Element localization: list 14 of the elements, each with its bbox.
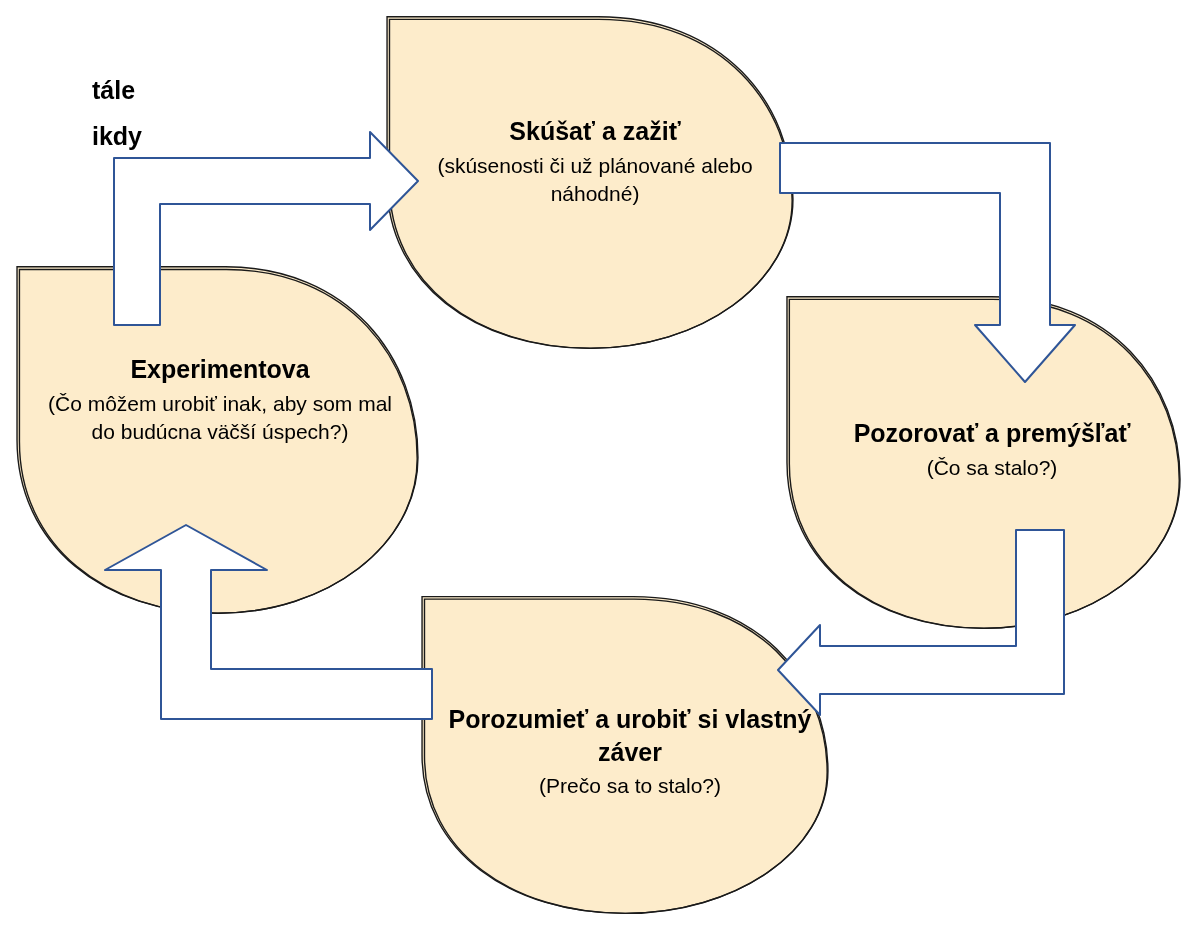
node-title: Skúšať a zažiť xyxy=(508,116,682,147)
text-fragment: tále xyxy=(92,76,136,105)
node-description: (Čo sa stalo?) xyxy=(925,454,1059,481)
text-fragment: ikdy xyxy=(92,122,143,151)
block-arrow xyxy=(113,131,419,326)
block-arrow xyxy=(777,529,1065,716)
node-description: (Čo môžem urobiť inak, aby som mal do budúcna väčší úspech?) xyxy=(47,390,393,445)
node-description: (Prečo sa to stalo?) xyxy=(537,773,723,799)
node-title: Porozumieť a urobiť si vlastný záver xyxy=(447,704,813,768)
node-title: Experimentova xyxy=(129,354,311,385)
block-arrow xyxy=(779,142,1076,383)
node-description: (skúsenosti či už plánované alebo náhodné) xyxy=(436,152,754,207)
node-title: Pozorovať a premýšľať xyxy=(852,418,1132,449)
block-arrow xyxy=(104,524,433,720)
